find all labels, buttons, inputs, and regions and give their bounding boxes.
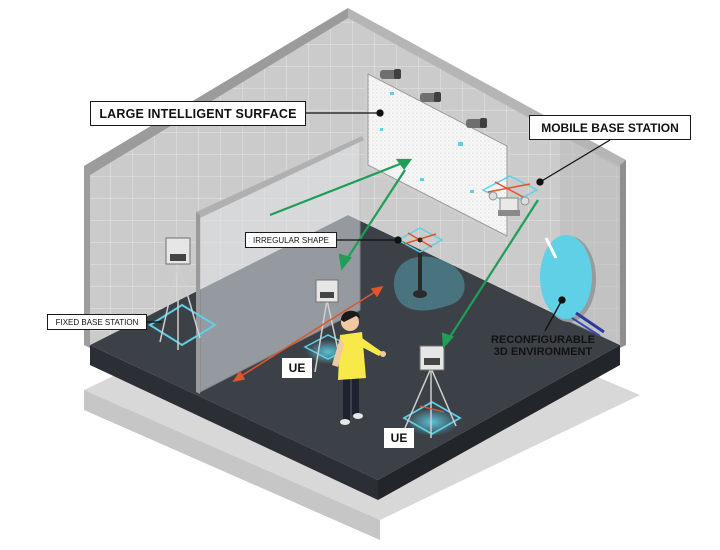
fixed-base-station <box>148 237 217 350</box>
leader-lines <box>147 109 611 332</box>
floor-side-right <box>378 345 620 500</box>
floor-side-left <box>90 345 378 500</box>
label-mobile-base-station: MOBILE BASE STATION <box>529 115 691 140</box>
label-reconfigurable-environment: RECONFIGURABLE 3D ENVIRONMENT <box>476 331 610 361</box>
label-reconfigurable-line1: RECONFIGURABLE <box>491 334 595 346</box>
floor-distance-arrow <box>232 285 384 383</box>
back-left-wall <box>90 15 348 345</box>
label-fixed-base-station: FIXED BASE STATION <box>47 314 147 330</box>
glass-partition-edge <box>196 212 200 394</box>
label-large-intelligent-surface: LARGE INTELLIGENT SURFACE <box>90 101 306 126</box>
mobile-base-station-drone <box>481 175 539 216</box>
lis-panel <box>367 73 508 237</box>
left-wall-edge <box>84 166 90 348</box>
glass-partition-top <box>196 136 364 218</box>
label-irregular-shape: IRREGULAR SHAPE <box>245 232 337 248</box>
irregular-shape-object <box>394 227 465 311</box>
camera-icon <box>380 69 401 79</box>
wall-top-left <box>84 8 348 175</box>
lis-blue-marks <box>380 92 474 193</box>
ue-device-2 <box>402 345 462 438</box>
label-reconfigurable-line2: 3D ENVIRONMENT <box>493 346 593 358</box>
person-figure <box>332 310 386 425</box>
camera-icon <box>466 118 487 128</box>
ground-shadow-edge <box>84 390 380 540</box>
reconfigurable-disc <box>540 235 605 337</box>
signal-path-arrows <box>269 158 539 349</box>
label-ue-2: UE <box>384 428 414 448</box>
camera-icon <box>420 92 441 102</box>
label-ue-1: UE <box>282 358 312 378</box>
right-wall-edge <box>620 160 626 348</box>
